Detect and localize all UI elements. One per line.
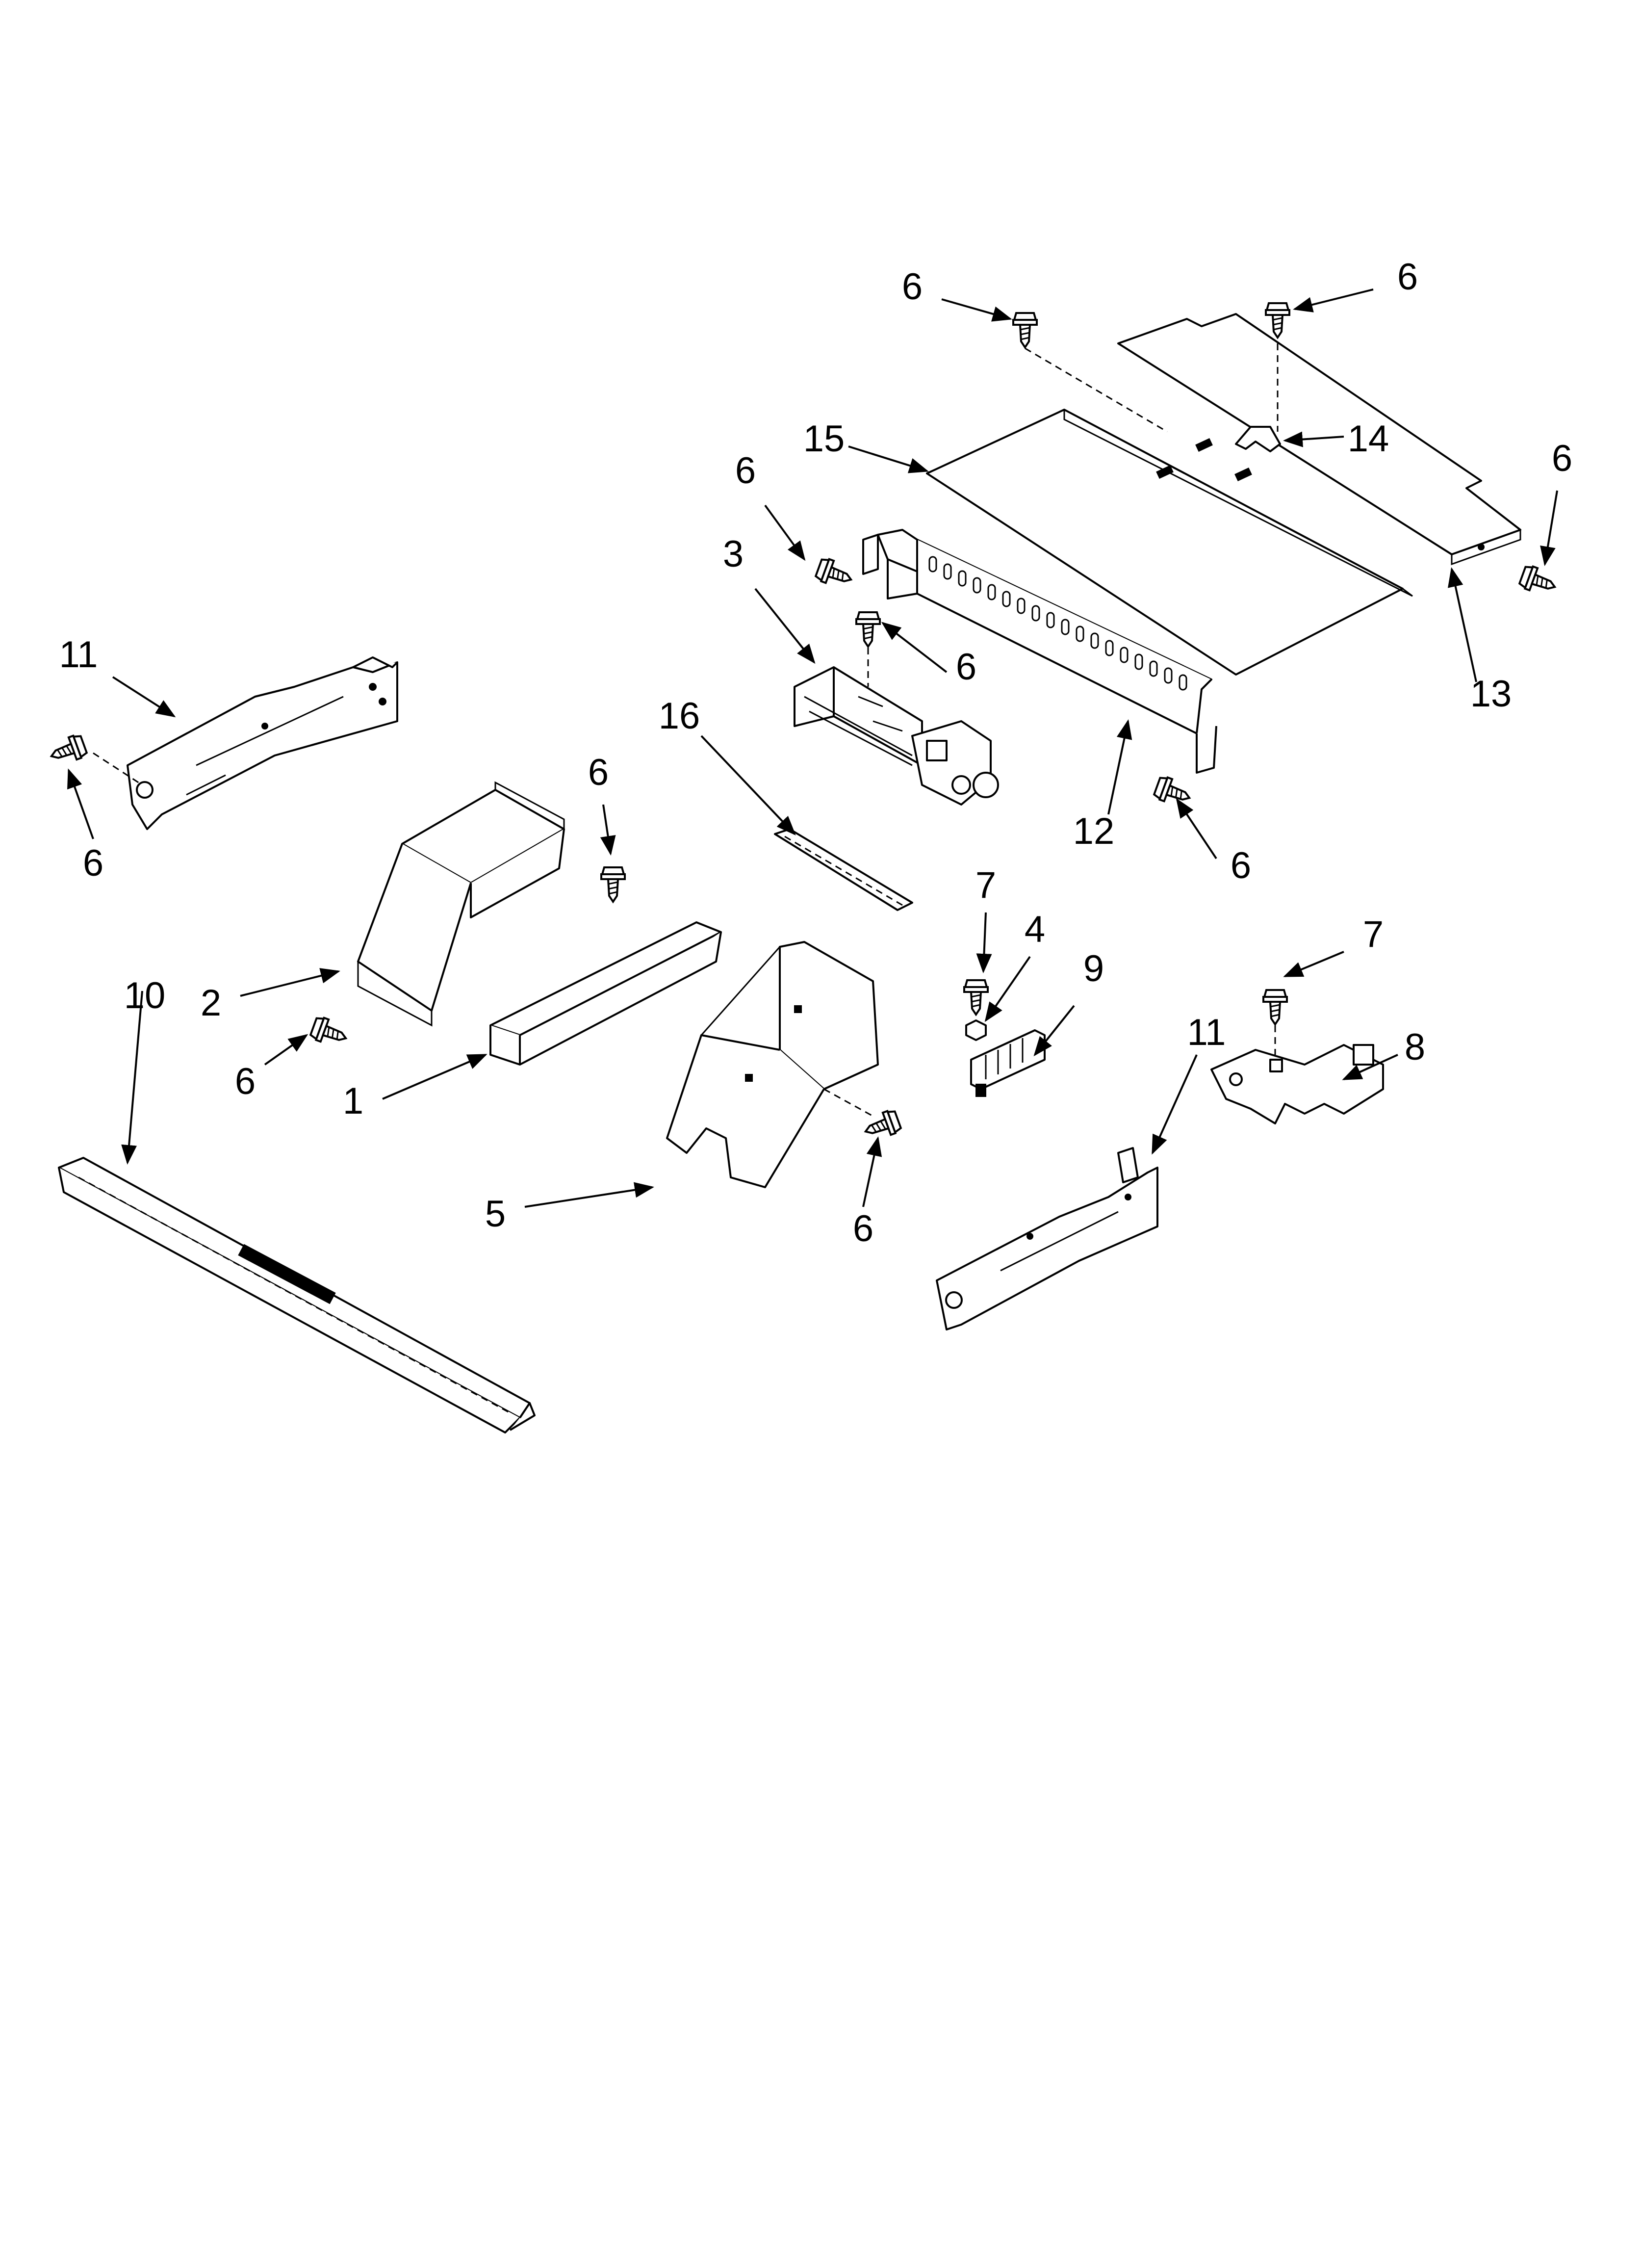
part-12-rear-bracket bbox=[862, 529, 1217, 774]
leader-lines bbox=[67, 288, 1558, 1208]
screw-6-bracket-right bbox=[1152, 774, 1195, 810]
callout-4: 4 bbox=[1025, 909, 1045, 950]
screw-6-left-side-line bbox=[93, 752, 143, 786]
callout-5: 5 bbox=[485, 1193, 506, 1235]
callout-6d: 6 bbox=[1552, 438, 1572, 479]
part-5-shield bbox=[666, 941, 879, 1188]
callout-15: 15 bbox=[803, 418, 845, 460]
callout-14: 14 bbox=[1348, 418, 1389, 460]
part-1-channel bbox=[489, 921, 722, 1066]
part-8-mounting-plate bbox=[1210, 1044, 1384, 1124]
part-3-actuator-assembly bbox=[794, 666, 999, 806]
screw-6-left-side bbox=[46, 732, 89, 768]
callout-7a: 7 bbox=[975, 864, 996, 906]
part-9-terminal-block bbox=[970, 1029, 1046, 1097]
callout-6f: 6 bbox=[1231, 845, 1251, 886]
callout-16: 16 bbox=[659, 695, 700, 737]
part-11-left-side-bracket bbox=[127, 656, 398, 830]
callout-13: 13 bbox=[1470, 673, 1512, 715]
bracket-slots bbox=[928, 556, 1187, 691]
screw-6-duct-bottom bbox=[308, 1014, 351, 1050]
screw-6-top-left-line bbox=[1025, 347, 1168, 433]
screw-6-actuator bbox=[855, 611, 881, 648]
part-15-top-cover bbox=[926, 409, 1413, 676]
callout-6a: 6 bbox=[902, 266, 923, 308]
screw-6-top-right bbox=[1265, 302, 1290, 339]
callout-10: 10 bbox=[124, 975, 166, 1017]
callout-6j: 6 bbox=[853, 1208, 873, 1250]
callout-6h: 6 bbox=[588, 752, 609, 793]
screw-6-duct-top bbox=[600, 866, 626, 903]
screw-6-top-left bbox=[1012, 312, 1038, 348]
screw-6-far-right bbox=[1517, 563, 1560, 599]
callout-11b: 11 bbox=[1187, 1012, 1226, 1053]
callout-labels: 1 2 3 4 5 6 6 6 6 6 6 6 6 6 6 7 7 8 9 10… bbox=[59, 256, 1573, 1250]
callout-7b: 7 bbox=[1363, 913, 1384, 955]
part-2-duct-cover bbox=[357, 781, 565, 1027]
callout-1: 1 bbox=[343, 1080, 363, 1122]
callout-11a: 11 bbox=[59, 634, 98, 676]
callout-3: 3 bbox=[723, 533, 744, 575]
screw-7-plate bbox=[1262, 989, 1288, 1025]
callout-2: 2 bbox=[201, 982, 221, 1024]
callout-9: 9 bbox=[1083, 948, 1104, 990]
part-13-rear-panel bbox=[1117, 313, 1521, 566]
callout-12: 12 bbox=[1073, 810, 1115, 852]
callout-6g: 6 bbox=[83, 842, 103, 884]
part-11-right-side-bracket bbox=[936, 1147, 1158, 1330]
part-16-strip bbox=[774, 828, 913, 911]
callout-6b: 6 bbox=[1397, 256, 1418, 298]
screw-6-bracket-left bbox=[814, 555, 856, 592]
callout-6c: 6 bbox=[735, 450, 756, 492]
callout-6i: 6 bbox=[235, 1061, 256, 1102]
part-4-nut bbox=[965, 1019, 987, 1041]
callout-8: 8 bbox=[1405, 1026, 1425, 1068]
part-10-long-rail bbox=[58, 1157, 536, 1434]
callout-6e: 6 bbox=[956, 646, 976, 688]
part-14-clip bbox=[1235, 426, 1281, 452]
screw-7-terminal bbox=[963, 979, 989, 1016]
screw-6-shield-line bbox=[823, 1088, 873, 1117]
